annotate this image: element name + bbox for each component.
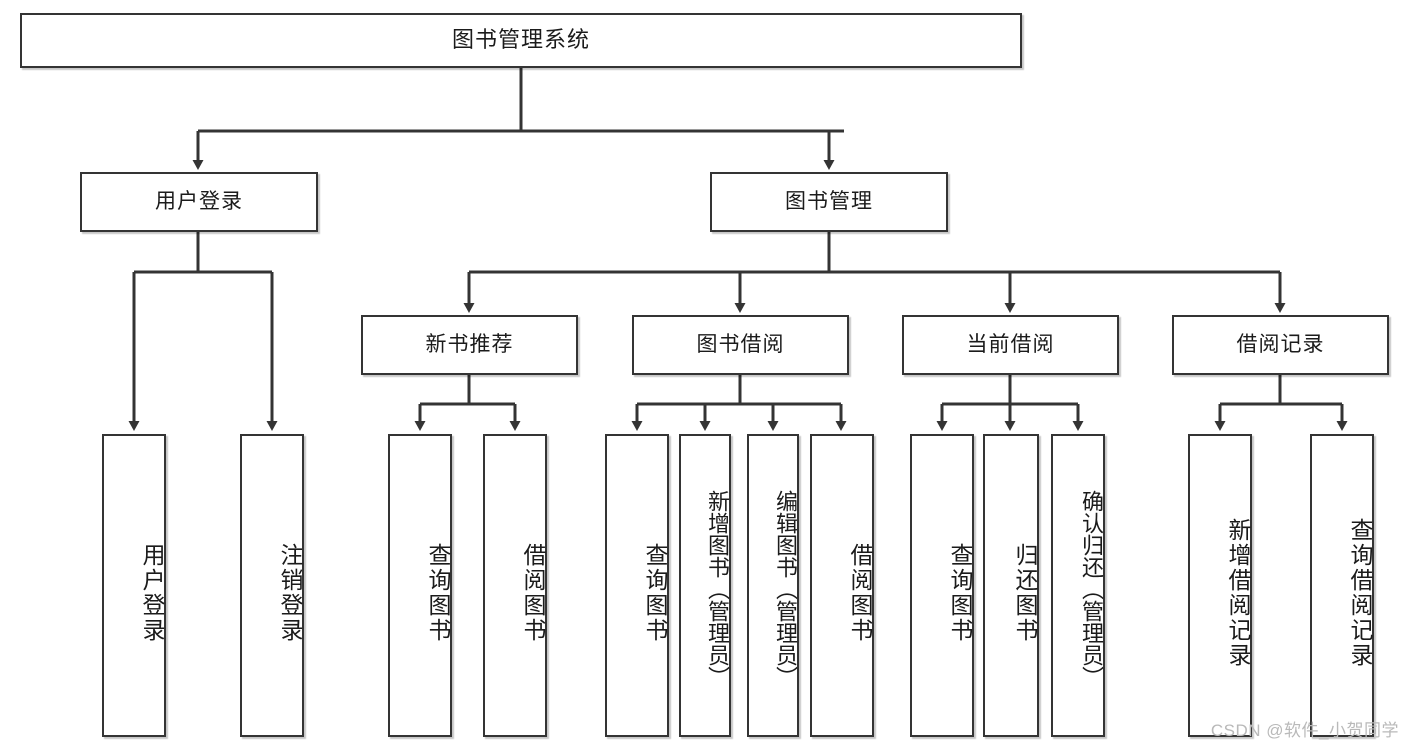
node-new-book-recommend[interactable]: 新书推荐 [361, 315, 578, 375]
leaf-borrow-book-2[interactable]: 借阅图书 [810, 434, 874, 737]
node-user-login[interactable]: 用户登录 [80, 172, 318, 232]
leaf-label: 编辑图书（管理员） [773, 489, 798, 688]
leaf-return-book[interactable]: 归还图书 [983, 434, 1039, 737]
leaf-label: 新增借阅记录 [1225, 517, 1251, 668]
leaf-query-book-3[interactable]: 查询图书 [910, 434, 974, 737]
node-root-system[interactable]: 图书管理系统 [20, 13, 1022, 68]
node-current-borrow[interactable]: 当前借阅 [902, 315, 1119, 375]
node-book-management[interactable]: 图书管理 [710, 172, 948, 232]
leaf-label: 确认归还（管理员） [1079, 489, 1104, 688]
leaf-label: 查询借阅记录 [1347, 517, 1373, 668]
leaf-label: 借阅图书 [847, 542, 873, 643]
leaf-query-book-1[interactable]: 查询图书 [388, 434, 452, 737]
leaf-label: 借阅图书 [520, 542, 546, 643]
leaf-user-login[interactable]: 用户登录 [102, 434, 166, 737]
watermark-text: CSDN @软件_小贺同学 [1210, 721, 1399, 740]
leaf-confirm-return[interactable]: 确认归还（管理员） [1051, 434, 1105, 737]
leaf-add-book[interactable]: 新增图书（管理员） [679, 434, 731, 737]
leaf-logout-login[interactable]: 注销登录 [240, 434, 304, 737]
node-book-borrow[interactable]: 图书借阅 [632, 315, 849, 375]
leaf-label: 查询图书 [947, 542, 973, 643]
node-borrow-record[interactable]: 借阅记录 [1172, 315, 1389, 375]
leaf-query-borrow-record[interactable]: 查询借阅记录 [1310, 434, 1374, 737]
leaf-query-book-2[interactable]: 查询图书 [605, 434, 669, 737]
leaf-label: 新增图书（管理员） [705, 489, 730, 688]
leaf-label: 归还图书 [1012, 542, 1038, 643]
leaf-label: 查询图书 [425, 542, 451, 643]
leaf-label: 用户登录 [139, 542, 165, 643]
leaf-borrow-book-1[interactable]: 借阅图书 [483, 434, 547, 737]
leaf-label: 注销登录 [277, 542, 303, 643]
leaf-label: 查询图书 [642, 542, 668, 643]
leaf-add-borrow-record[interactable]: 新增借阅记录 [1188, 434, 1252, 737]
leaf-edit-book[interactable]: 编辑图书（管理员） [747, 434, 799, 737]
